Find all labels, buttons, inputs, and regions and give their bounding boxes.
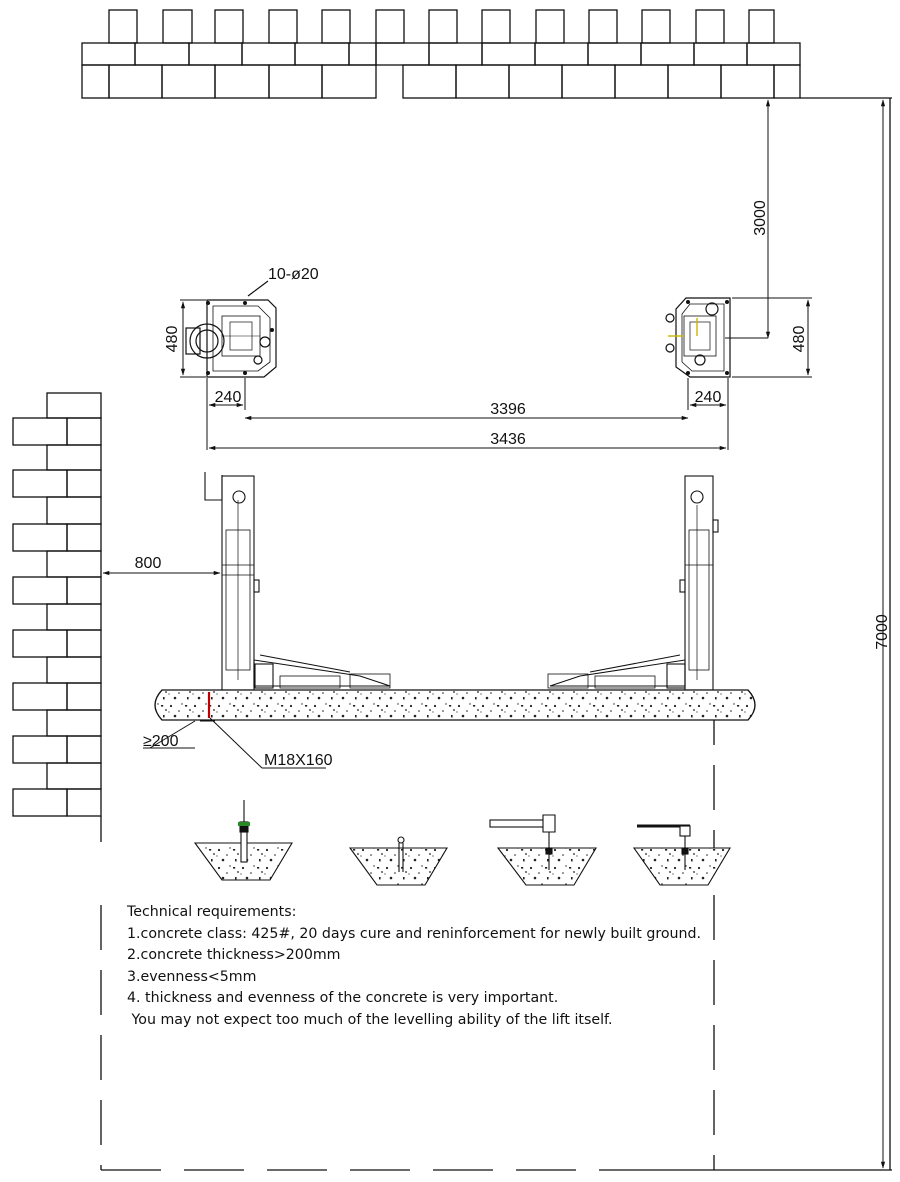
dim-bay-length: 7000 — [874, 99, 891, 1169]
base-depth-right-label: 480 — [791, 326, 808, 353]
bay-length-label: 7000 — [874, 614, 891, 650]
dim-side-clearance: 800 — [102, 555, 221, 576]
dim-base-widths: 240 240 — [206, 378, 729, 450]
base-depth-left-label: 480 — [164, 326, 181, 353]
step-hammer-bolt — [489, 814, 597, 886]
inner-span-label: 3396 — [490, 401, 526, 418]
wall-to-post-label: 3000 — [752, 200, 769, 236]
top-brick-wall — [81, 9, 801, 99]
requirement-3: 3.evenness<5mm — [127, 969, 256, 985]
base-width-left-label: 240 — [215, 389, 242, 406]
outer-span-label: 3436 — [490, 431, 526, 448]
requirements-heading: Technical requirements: — [126, 904, 296, 920]
bay-outline — [100, 97, 892, 1171]
base-width-right-label: 240 — [695, 389, 722, 406]
requirement-1: 1.concrete class: 425#, 20 days cure and… — [127, 926, 701, 942]
dim-spans: 3396 3436 — [208, 401, 727, 451]
concrete-min-label: ≥200 — [143, 733, 179, 750]
left-lift-post — [204, 472, 395, 691]
dim-wall-to-post: 3000 — [725, 99, 771, 339]
dim-base-depth-right: 480 — [732, 297, 812, 378]
step-drill-hole — [193, 800, 293, 881]
side-clearance-label: 800 — [135, 555, 162, 572]
dim-concrete-thickness: ≥200 — [143, 720, 215, 750]
right-lift-post — [395, 475, 722, 691]
left-brick-wall — [12, 392, 102, 842]
requirement-note: You may not expect too much of the level… — [127, 1012, 612, 1028]
requirement-2: 2.concrete thickness>200mm — [127, 947, 340, 963]
anchor-install-steps — [193, 800, 731, 886]
technical-requirements: Technical requirements: 1.concrete class… — [126, 904, 701, 1028]
step-insert-bolt — [348, 836, 448, 886]
anchor-bolt-callout: M18X160 — [209, 717, 333, 769]
left-post-base-plan: 10-ø20 — [185, 266, 319, 378]
step-tighten-bolt — [632, 824, 731, 886]
hole-spec-label: 10-ø20 — [268, 266, 319, 283]
concrete-slab — [154, 689, 756, 721]
requirement-4: 4. thickness and evenness of the concret… — [127, 990, 558, 1006]
right-post-base-plan — [665, 297, 731, 378]
anchor-bolt-label: M18X160 — [264, 752, 333, 769]
dim-base-depth-left: 480 — [164, 299, 206, 378]
